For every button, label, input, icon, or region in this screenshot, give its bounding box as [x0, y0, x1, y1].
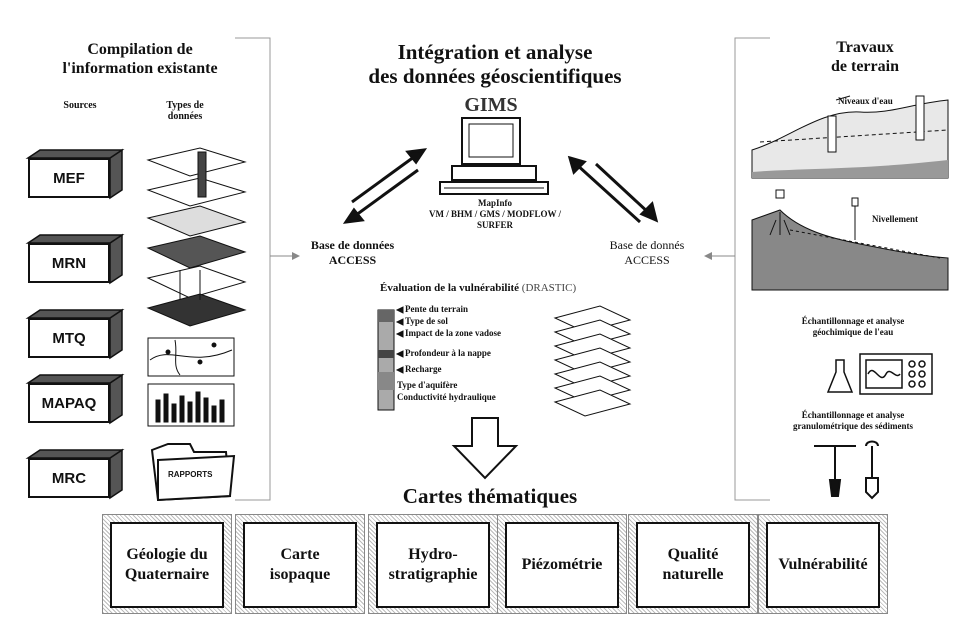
- db-right-line2: ACCESS: [624, 253, 670, 267]
- software-line2: VM / BHM / GMS / MODFLOW / SURFER: [428, 209, 562, 230]
- integration-title-line2: des données géoscientifiques: [368, 64, 622, 88]
- water-level-section: [751, 95, 949, 179]
- types-header: Types de données: [150, 100, 220, 122]
- source-mapaq: MAPAQ: [28, 383, 110, 423]
- map-quaternary-geology-line1: Géologie du: [126, 546, 208, 563]
- map-hydrostratigraphy: Hydro-stratigraphie: [376, 522, 490, 608]
- grain-line1: Échantillonnage et analyse: [801, 410, 905, 420]
- map-isopach-line1: Carte: [280, 546, 320, 563]
- db-left-line2: ACCESS: [328, 253, 377, 267]
- compilation-title-line2: l'information existante: [62, 60, 218, 77]
- auger-and-shovel-icon: [814, 440, 879, 500]
- drastic-item-vadose: Impact de la zone vadose: [405, 328, 501, 338]
- map-vulnerability: Vulnérabilité: [766, 522, 880, 608]
- geochem-label: Échantillonnage et analyse géochimique d…: [758, 316, 948, 338]
- source-mrc: MRC: [28, 458, 110, 498]
- types-header-line2: données: [167, 111, 203, 122]
- map-quaternary-geology-line2: Quaternaire: [124, 566, 210, 583]
- drastic-acronym: (DRASTIC): [521, 282, 577, 294]
- map-natural-quality-line2: naturelle: [662, 566, 724, 583]
- integration-title: Intégration et analyse des données géosc…: [330, 40, 660, 88]
- drastic-item-depth: Profondeur à la nappe: [405, 348, 491, 358]
- compilation-title: Compilation de l'information existante: [40, 40, 240, 78]
- map-hydrostratigraphy-line2: stratigraphie: [388, 566, 478, 583]
- grain-label: Échantillonnage et analyse granulométriq…: [758, 410, 948, 432]
- db-left: Base de données ACCESS: [300, 238, 405, 268]
- leveling-label: Nivellement: [872, 214, 918, 224]
- drastic-item-recharge: Recharge: [405, 364, 442, 374]
- computer-icon: [439, 117, 549, 195]
- gims-label: GIMS: [464, 94, 518, 116]
- drastic-title: Évaluation de la vulnérabilité (DRASTIC): [380, 282, 576, 294]
- geochem-line1: Échantillonnage et analyse: [801, 316, 905, 326]
- compilation-title-line1: Compilation de: [87, 41, 193, 58]
- map-isopach: Carte isopaque: [243, 522, 357, 608]
- fieldwork-title-line2: de terrain: [831, 58, 899, 75]
- drastic-list: Pente du terrain Type de sol Impact de l…: [397, 304, 555, 414]
- map-sketch: [147, 337, 235, 377]
- source-mtq: MTQ: [28, 318, 110, 358]
- grain-line2: granulométrique des sédiments: [793, 421, 913, 431]
- software-line1: MapInfo: [477, 198, 512, 208]
- folder-label: RAPPORTS: [168, 470, 213, 479]
- fieldwork-title-line1: Travaux: [836, 39, 894, 56]
- map-quaternary-geology: Géologie du Quaternaire: [110, 522, 224, 608]
- map-isopach-line2: isopaque: [269, 566, 331, 583]
- source-mef: MEF: [28, 158, 110, 198]
- layer-stack: [146, 147, 247, 327]
- geochem-line2: géochimique de l'eau: [812, 327, 894, 337]
- water-levels-label: Niveaux d'eau: [838, 96, 893, 106]
- db-right-line1: Base de donnés: [609, 238, 685, 252]
- drastic-item-conductivity: Conductivité hydraulique: [397, 392, 496, 402]
- folder-icon: [150, 443, 236, 502]
- maps-title: Cartes thématiques: [402, 484, 578, 508]
- map-hydrostratigraphy-line1: Hydro-: [408, 546, 458, 563]
- fieldwork-title: Travaux de terrain: [800, 38, 930, 76]
- geochem-icon: [826, 353, 933, 395]
- leveling-section: [751, 189, 949, 291]
- drastic-item-soil: Type de sol: [405, 316, 448, 326]
- drastic-item-aquifer: Type d'aquifère: [397, 380, 458, 390]
- map-piezometry-line1: Piézométrie: [521, 556, 603, 573]
- layer-planes: [553, 305, 632, 417]
- map-natural-quality-line1: Qualité: [667, 546, 719, 563]
- drastic-title-text: Évaluation de la vulnérabilité: [380, 282, 520, 294]
- map-vulnerability-line1: Vulnérabilité: [778, 556, 868, 573]
- map-natural-quality: Qualité naturelle: [636, 522, 750, 608]
- spreadsheet-sketch: [147, 383, 235, 427]
- soil-column: [377, 309, 395, 411]
- db-right: Base de donnés ACCESS: [592, 238, 702, 268]
- sources-header: Sources: [63, 100, 97, 111]
- db-left-line1: Base de données: [310, 238, 395, 252]
- map-piezometry: Piézométrie: [505, 522, 619, 608]
- software-list: MapInfo VM / BHM / GMS / MODFLOW / SURFE…: [410, 198, 580, 231]
- source-mrn: MRN: [28, 243, 110, 283]
- drastic-item-slope: Pente du terrain: [405, 304, 468, 314]
- integration-title-line1: Intégration et analyse: [397, 40, 593, 64]
- types-header-line1: Types de: [166, 100, 204, 111]
